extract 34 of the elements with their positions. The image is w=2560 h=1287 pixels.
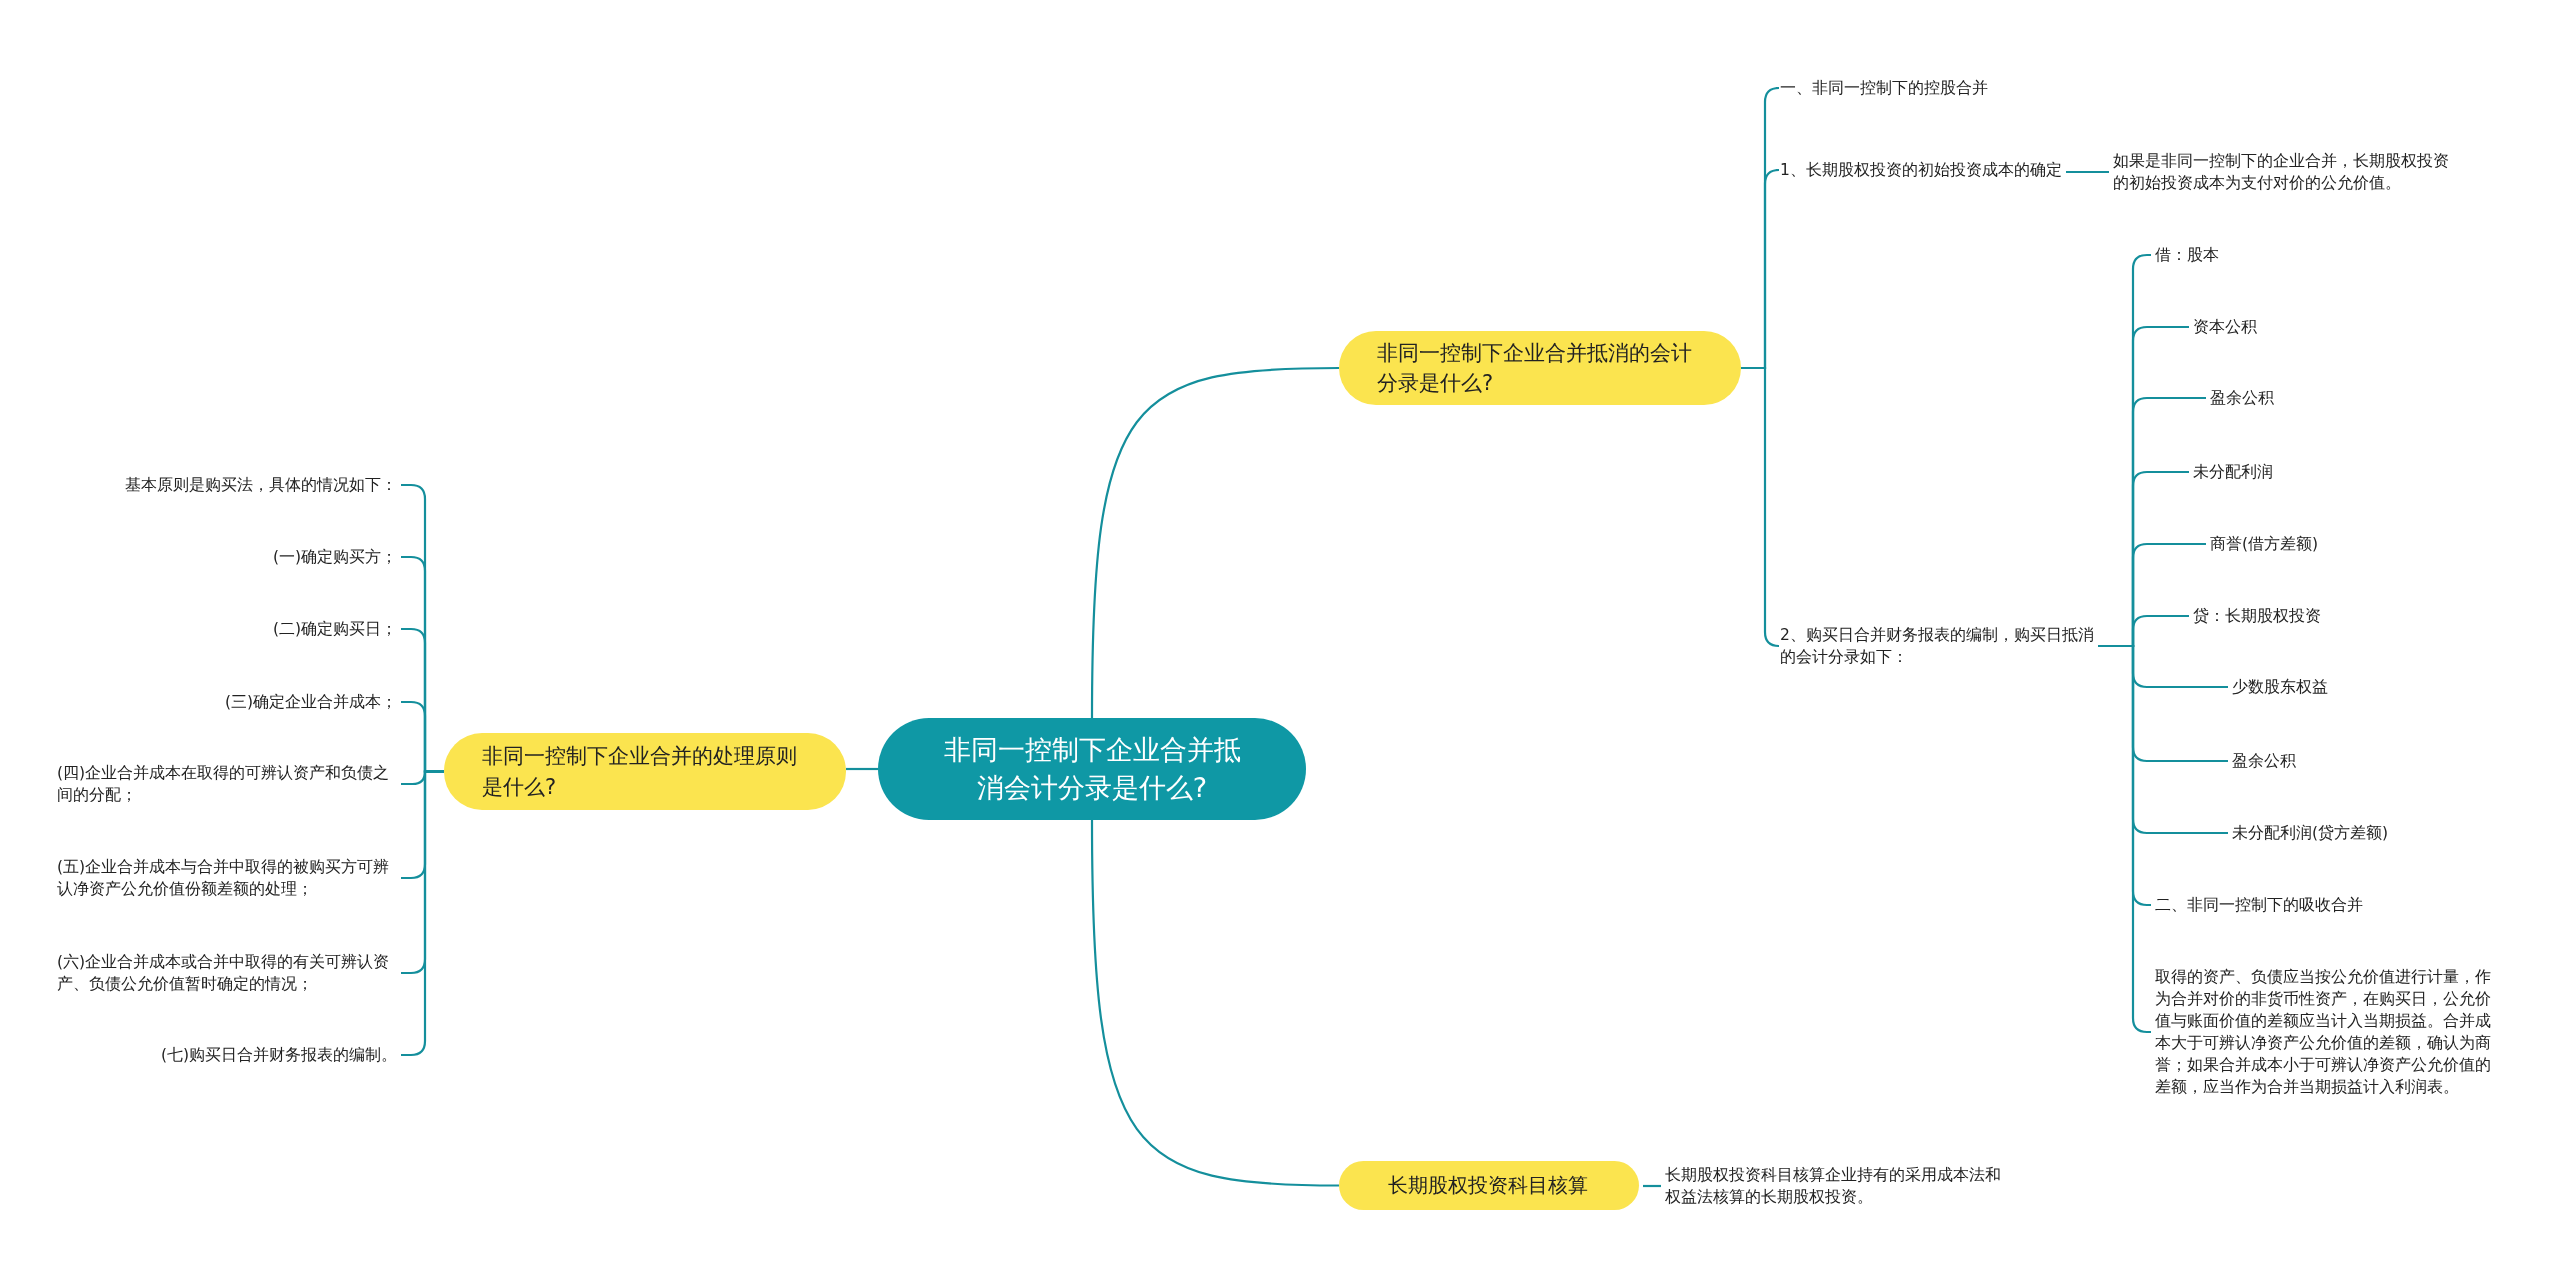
subtopic-text: 借：股本 xyxy=(2155,244,2219,266)
subtopic-text: (三)确定企业合并成本； xyxy=(224,691,397,713)
subtopic-text: 少数股东权益 xyxy=(2232,676,2328,698)
subtopic-text: (二)确定购买日； xyxy=(272,618,397,640)
subtopic-text: 二、非同一控制下的吸收合并 xyxy=(2155,894,2363,916)
topic-pill: 非同一控制下企业合并抵消的会计分录是什么? xyxy=(1339,331,1741,405)
subtopic-text: 未分配利润(贷方差额) xyxy=(2232,822,2389,844)
subtopic-text: (七)购买日合并财务报表的编制。 xyxy=(160,1044,397,1066)
topic-pill: 非同一控制下企业合并的处理原则是什么? xyxy=(444,733,846,810)
subtopic-text: 商誉(借方差额) xyxy=(2210,533,2319,555)
connector-line xyxy=(2066,170,2109,174)
connector-line xyxy=(1090,366,1339,718)
topic-pill: 长期股权投资科目核算 xyxy=(1339,1161,1639,1210)
subtopic-text: 基本原则是购买法，具体的情况如下： xyxy=(125,474,397,496)
subtopic-text: (一)确定购买方； xyxy=(272,546,397,568)
subtopic-text: 如果是非同一控制下的企业合并，长期股权投资的初始投资成本为支付对价的公允价值。 xyxy=(2113,150,2453,194)
subtopic-text: (四)企业合并成本在取得的可辨认资产和负债之间的分配； xyxy=(57,762,397,806)
connector-line xyxy=(1741,366,1781,648)
subtopic-text: 贷：长期股权投资 xyxy=(2193,605,2321,627)
subtopic-text: 资本公积 xyxy=(2193,316,2257,338)
subtopic-text: 2、购买日合并财务报表的编制，购买日抵消的会计分录如下： xyxy=(1780,624,2098,668)
subtopic-text: 长期股权投资科目核算企业持有的采用成本法和权益法核算的长期股权投资。 xyxy=(1665,1164,2005,1208)
subtopic-text: 未分配利润 xyxy=(2193,461,2273,483)
connector-line xyxy=(1643,1184,1661,1188)
central-topic: 非同一控制下企业合并抵消会计分录是什么? xyxy=(878,718,1306,820)
subtopic-text: 取得的资产、负债应当按公允价值进行计量，作为合并对价的非货币性资产，在购买日，公允价值与账面价值的差额应当计入当期损益。合并成本大于可辨认净资产公允价值的差额，确认为商誉；如果合并成本小于可辨认净资产公允价值的差额，应当作为合并当期损益计入利润表。 xyxy=(2155,966,2495,1098)
subtopic-text: 1、长期股权投资的初始投资成本的确定 xyxy=(1780,159,2062,181)
subtopic-text: 盈余公积 xyxy=(2232,750,2296,772)
subtopic-text: (六)企业合并成本或合并中取得的有关可辨认资产、负债公允价值暂时确定的情况； xyxy=(57,951,397,995)
subtopic-text: 盈余公积 xyxy=(2210,387,2274,409)
connector-line xyxy=(846,767,878,771)
subtopic-text: 一、非同一控制下的控股合并 xyxy=(1780,77,1988,99)
connector-line xyxy=(1090,820,1339,1187)
subtopic-text: (五)企业合并成本与合并中取得的被购买方可辨认净资产公允价值份额差额的处理； xyxy=(57,856,397,900)
